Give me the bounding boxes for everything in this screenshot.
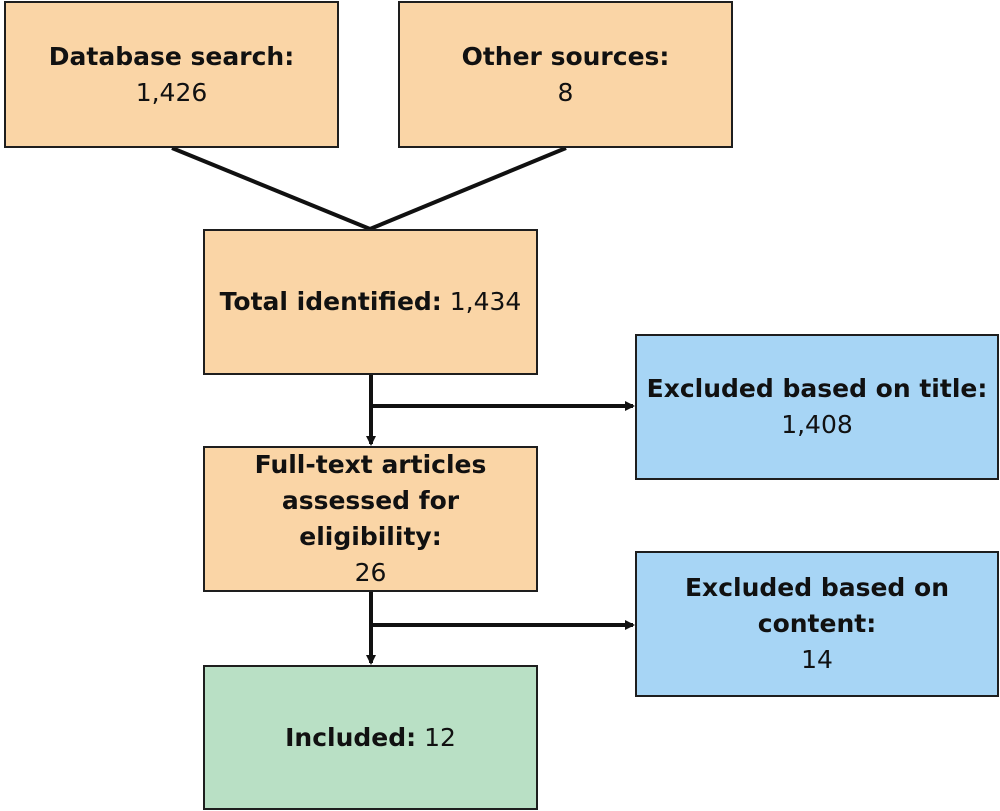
excluded-content-text: Excluded based on content: 14 [685, 570, 949, 678]
included-label: Included: [285, 722, 417, 752]
database-search-box: Database search: 1,426 [4, 1, 339, 148]
other-sources-value: 8 [557, 77, 574, 107]
connector-database-to-total [171, 146, 371, 231]
excluded-title-label: Excluded based on title: [646, 374, 988, 403]
full-text-label-line2: assessed for eligibility: [281, 486, 460, 551]
excluded-title-text: Excluded based on title: 1,408 [647, 371, 988, 443]
database-search-text: Database search: 1,426 [14, 39, 329, 111]
included-box: Included: 12 [203, 665, 538, 810]
excluded-content-label-line1: Excluded based on [684, 573, 949, 602]
other-sources-text: Other sources: 8 [462, 39, 670, 111]
full-text-label-line1: Full-text articles [254, 450, 487, 479]
other-sources-label: Other sources: [461, 41, 670, 71]
total-identified-text: Total identified: 1,434 [220, 284, 522, 320]
database-search-value: 1,426 [135, 77, 208, 107]
total-identified-box: Total identified: 1,434 [203, 229, 538, 375]
excluded-content-value: 14 [801, 645, 833, 674]
included-value: 12 [424, 722, 456, 752]
connector-other-to-total [369, 146, 567, 231]
other-sources-box: Other sources: 8 [398, 1, 733, 148]
excluded-content-box: Excluded based on content: 14 [635, 551, 999, 697]
full-text-text: Full-text articles assessed for eligibil… [213, 447, 528, 591]
excluded-content-label-line2: content: [757, 609, 877, 638]
total-identified-value: 1,434 [449, 287, 522, 316]
included-text: Included: 12 [285, 720, 456, 756]
excluded-title-value: 1,408 [781, 410, 853, 439]
full-text-box: Full-text articles assessed for eligibil… [203, 446, 538, 592]
total-identified-label: Total identified: [219, 287, 442, 316]
full-text-value: 26 [354, 558, 387, 587]
excluded-title-box: Excluded based on title: 1,408 [635, 334, 999, 480]
database-search-label: Database search: [48, 41, 295, 71]
